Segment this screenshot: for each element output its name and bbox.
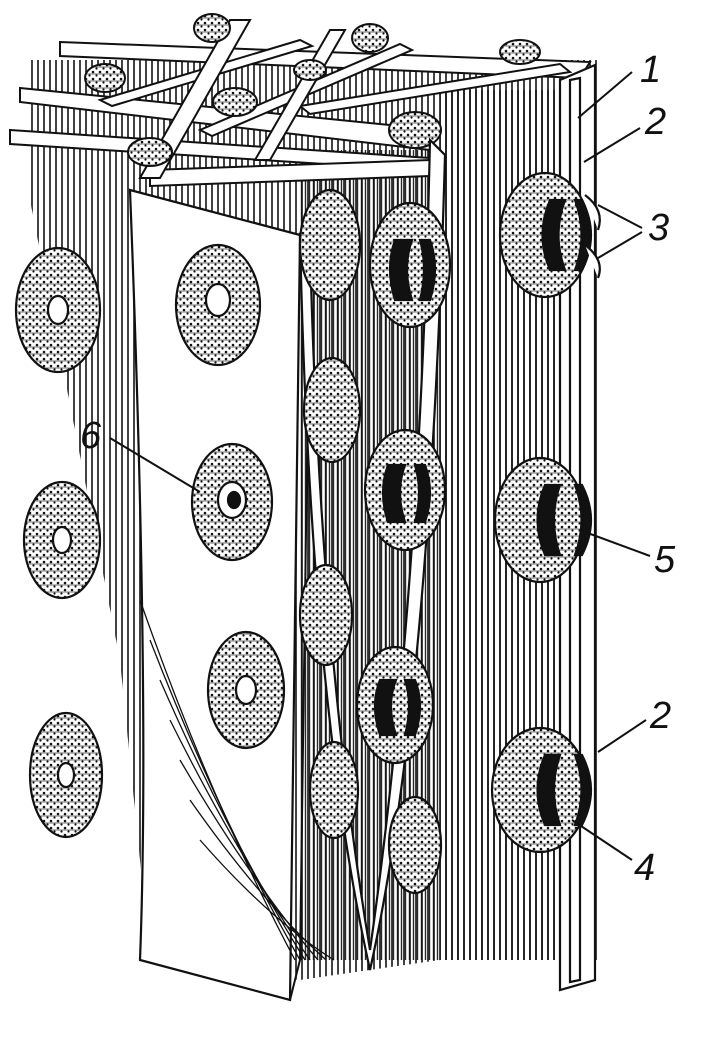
left-bordered-pits: [14, 246, 104, 839]
front-wall-pits: [174, 243, 286, 750]
leader-lines: [109, 71, 651, 861]
label-2-bottom: 2: [649, 695, 671, 737]
leader-5: [584, 531, 651, 557]
callout-labels: 1 2 3 5 2 4 6: [80, 49, 676, 889]
top-pits: [84, 13, 541, 167]
leader-3-lower: [597, 231, 643, 259]
label-1: 1: [640, 49, 661, 91]
label-4: 4: [634, 847, 655, 889]
leader-2a: [583, 127, 641, 163]
label-2-top: 2: [644, 101, 666, 143]
label-3: 3: [648, 207, 669, 249]
leader-1: [577, 71, 633, 119]
tip-pit-pairs: [355, 201, 452, 765]
leader-3-upper: [597, 204, 643, 229]
middle-column-pits: [298, 188, 443, 895]
leader-4: [571, 819, 633, 861]
right-strip-pit-pairs: [490, 171, 601, 854]
front-tracheid-wall: [128, 188, 335, 1002]
leader-2b: [597, 719, 647, 753]
label-6: 6: [80, 415, 102, 457]
label-5: 5: [654, 539, 676, 581]
leader-6: [109, 437, 201, 493]
